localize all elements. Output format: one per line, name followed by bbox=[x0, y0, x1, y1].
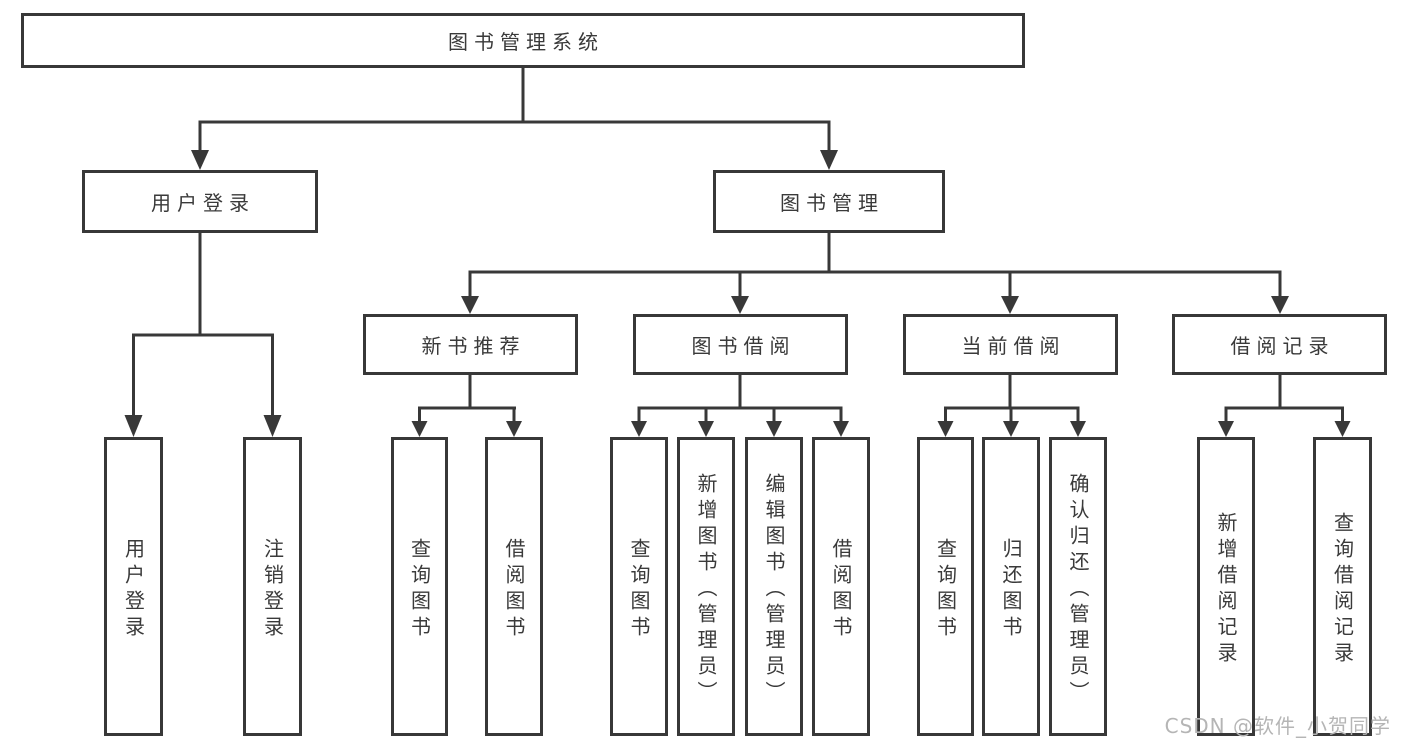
leaf-current-return-books: 归还图书 bbox=[982, 437, 1040, 736]
leaf-borrowing-borrow-books: 借阅图书 bbox=[812, 437, 870, 736]
leaf-recommend-query-books: 查询图书 bbox=[391, 437, 448, 736]
leaf-recommend-borrow-books: 借阅图书 bbox=[485, 437, 543, 736]
node-book-management: 图书管理 bbox=[713, 170, 945, 233]
node-new-book-recommendation: 新书推荐 bbox=[363, 314, 578, 375]
leaf-current-query-books: 查询图书 bbox=[917, 437, 974, 736]
node-library-system: 图书管理系统 bbox=[21, 13, 1025, 68]
leaf-records-add-borrow-record: 新增借阅记录 bbox=[1197, 437, 1255, 736]
node-borrowing-records: 借阅记录 bbox=[1172, 314, 1387, 375]
node-current-borrowing: 当前借阅 bbox=[903, 314, 1118, 375]
leaf-current-confirm-return-admin: 确认归还（管理员） bbox=[1049, 437, 1107, 736]
node-user-login: 用户登录 bbox=[82, 170, 318, 233]
leaf-user-login: 用户登录 bbox=[104, 437, 163, 736]
leaf-borrowing-edit-books-admin: 编辑图书（管理员） bbox=[745, 437, 803, 736]
leaf-records-query-borrow-record: 查询借阅记录 bbox=[1313, 437, 1372, 736]
leaf-borrowing-add-books-admin: 新增图书（管理员） bbox=[677, 437, 735, 736]
leaf-logout-login: 注销登录 bbox=[243, 437, 302, 736]
leaf-borrowing-query-books: 查询图书 bbox=[610, 437, 668, 736]
node-book-borrowing: 图书借阅 bbox=[633, 314, 848, 375]
